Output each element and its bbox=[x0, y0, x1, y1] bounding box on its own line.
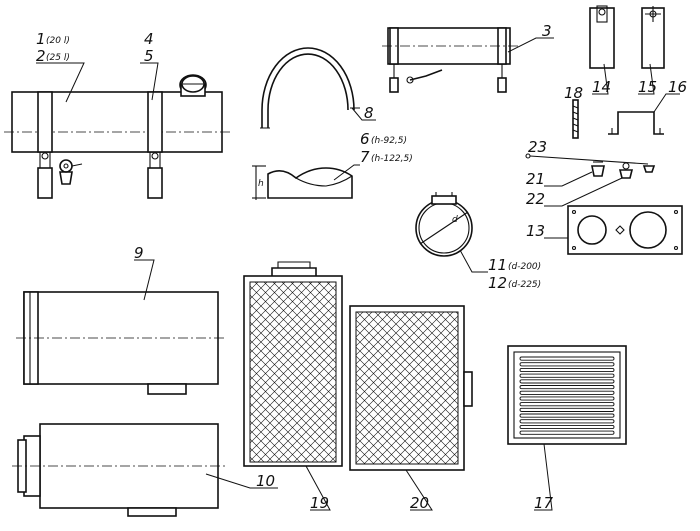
callout-3: 3 bbox=[542, 22, 552, 40]
louver-slat bbox=[519, 356, 615, 361]
mesh-panel-20: 20 bbox=[349, 305, 473, 512]
louver-slat bbox=[519, 419, 615, 424]
louver-slat bbox=[519, 385, 615, 390]
louver-slat bbox=[519, 413, 615, 418]
callout-12: 12 bbox=[488, 274, 507, 292]
callout-6-note: (h-92,5) bbox=[371, 136, 407, 146]
callout-22: 22 bbox=[526, 190, 545, 208]
water-tank bbox=[4, 74, 232, 199]
clamp-ring-11-12: d 11 (d-200) 12 (d-225) bbox=[415, 192, 541, 292]
strap-14: 14 bbox=[589, 5, 615, 96]
strap-15: 15 bbox=[638, 6, 665, 96]
callout-7-note: (h-122,5) bbox=[371, 154, 413, 164]
callout-7: 7 bbox=[360, 148, 370, 166]
louver-slat bbox=[519, 402, 615, 407]
louver-slat bbox=[519, 430, 615, 435]
bolt-18: 18 bbox=[564, 84, 583, 139]
louver-grille-17: 17 bbox=[507, 345, 627, 512]
cylinder-9: 9 bbox=[16, 244, 226, 395]
dimension-d: d bbox=[452, 215, 458, 225]
callout-13: 13 bbox=[526, 222, 545, 240]
louver-slat bbox=[519, 396, 615, 401]
callout-19: 19 bbox=[310, 494, 329, 512]
louver-slat bbox=[519, 390, 615, 395]
callout-5: 5 bbox=[144, 47, 154, 65]
callout-2-note: (25 l) bbox=[46, 53, 70, 63]
louver-slats bbox=[519, 356, 615, 435]
fittings-21-22-23: 23 21 22 bbox=[525, 138, 656, 208]
label-1: 1 (20 l) 2 (25 l) 4 5 bbox=[36, 30, 159, 103]
louver-slat bbox=[519, 407, 615, 412]
louver-slat bbox=[519, 362, 615, 367]
callout-8: 8 bbox=[364, 104, 374, 122]
dimension-h: h bbox=[258, 179, 264, 189]
callout-6: 6 bbox=[360, 130, 370, 148]
callout-10: 10 bbox=[256, 472, 275, 490]
tank-assembly-3: 3 bbox=[382, 22, 554, 93]
callout-17: 17 bbox=[534, 494, 554, 512]
callout-21: 21 bbox=[526, 170, 545, 188]
callout-4: 4 bbox=[144, 30, 154, 48]
louver-slat bbox=[519, 367, 615, 373]
louver-slat bbox=[519, 424, 615, 430]
mesh-panel-19: 19 bbox=[243, 261, 343, 512]
cylinder-10: 10 bbox=[12, 423, 278, 517]
callout-18: 18 bbox=[564, 84, 583, 102]
callout-12-note: (d-225) bbox=[508, 280, 541, 290]
callout-1: 1 bbox=[36, 30, 46, 48]
plate-13: 13 bbox=[526, 205, 683, 255]
callout-20: 20 bbox=[410, 494, 429, 512]
arch-clamp-8: 8 bbox=[260, 47, 376, 129]
saddle-6-7: h 6 (h-92,5) 7 (h-122,5) bbox=[252, 130, 413, 200]
louver-slat bbox=[519, 379, 615, 384]
callout-23: 23 bbox=[528, 138, 547, 156]
bracket-16: 16 bbox=[608, 78, 687, 135]
callout-2: 2 bbox=[36, 47, 46, 65]
callout-11: 11 bbox=[488, 256, 507, 274]
callout-1-note: (20 l) bbox=[46, 36, 70, 46]
callout-9: 9 bbox=[134, 244, 144, 262]
louver-slat bbox=[519, 373, 615, 378]
callout-11-note: (d-200) bbox=[508, 262, 541, 272]
callout-16: 16 bbox=[668, 78, 687, 96]
